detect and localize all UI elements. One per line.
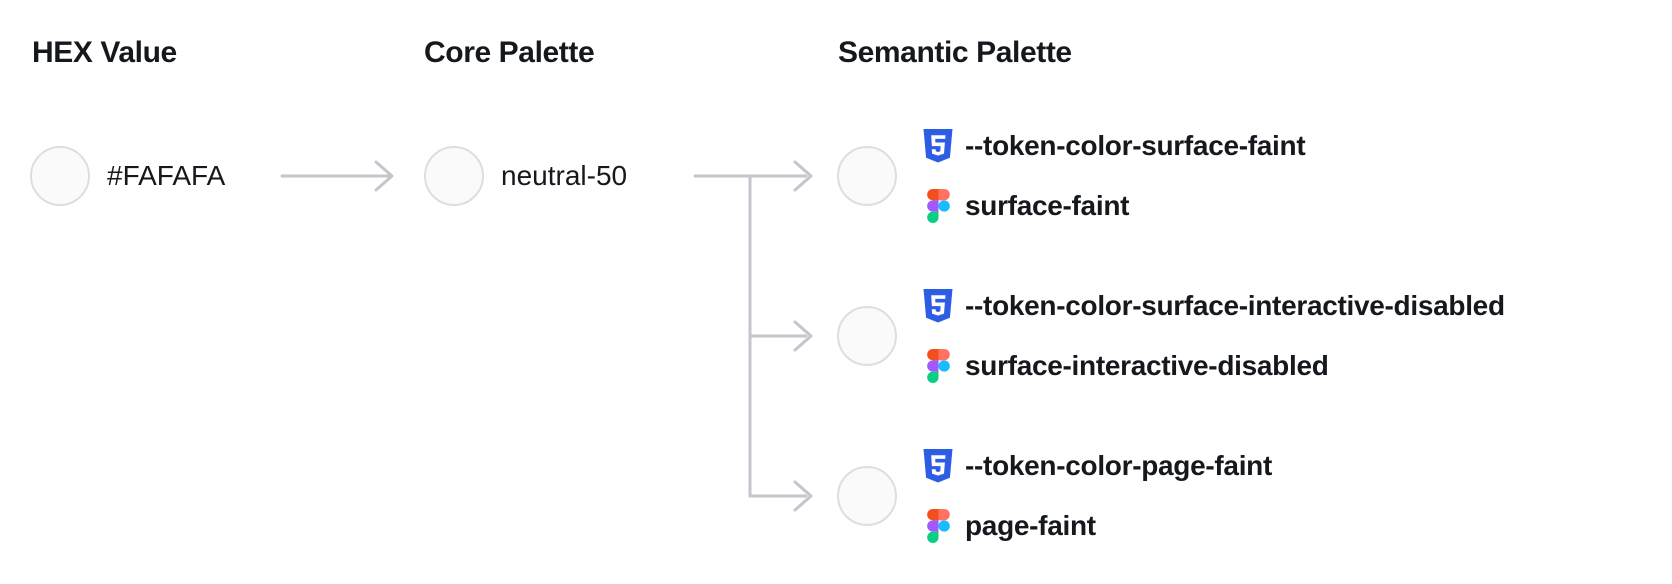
figma-token-line: surface-faint [923, 189, 1305, 223]
css-token-line: --token-color-surface-faint [923, 129, 1306, 163]
figma-token-line: surface-interactive-disabled [923, 349, 1505, 383]
semantic-palette-column-heading: Semantic Palette [838, 36, 1072, 69]
figma-token-label: surface-faint [965, 190, 1130, 221]
css3-icon [923, 289, 953, 323]
semantic-color-swatch [837, 146, 897, 206]
figma-icon [923, 349, 953, 383]
figma-icon [923, 189, 953, 223]
semantic-token-row: --token-color-surface-interactive-disabl… [837, 274, 1505, 398]
figma-icon [923, 509, 953, 543]
semantic-token-row: --token-color-page-faint page-faint [837, 434, 1272, 558]
css-token-line: --token-color-surface-interactive-disabl… [923, 289, 1505, 323]
hex-value-column-heading: HEX Value [32, 36, 177, 69]
hex-color-swatch [30, 146, 90, 206]
core-color-swatch [424, 146, 484, 206]
css3-icon [923, 129, 953, 163]
semantic-token-row: --token-color-surface-faint surface-fain… [837, 114, 1306, 238]
semantic-color-swatch [837, 306, 897, 366]
css-token-label: --token-color-surface-faint [965, 130, 1306, 161]
figma-token-label: surface-interactive-disabled [965, 350, 1329, 381]
core-palette-column-heading: Core Palette [424, 36, 595, 69]
hex-value-label: #FAFAFA [107, 160, 226, 191]
css-token-label: --token-color-surface-interactive-disabl… [965, 290, 1505, 321]
semantic-color-swatch [837, 466, 897, 526]
hex-value-node: #FAFAFA [30, 146, 225, 206]
css-token-line: --token-color-page-faint [923, 449, 1272, 483]
css3-icon [923, 449, 953, 483]
css-token-label: --token-color-page-faint [965, 450, 1273, 481]
core-palette-label: neutral-50 [501, 160, 628, 191]
figma-token-label: page-faint [965, 510, 1096, 541]
core-palette-node: neutral-50 [424, 146, 627, 206]
figma-token-line: page-faint [923, 509, 1272, 543]
